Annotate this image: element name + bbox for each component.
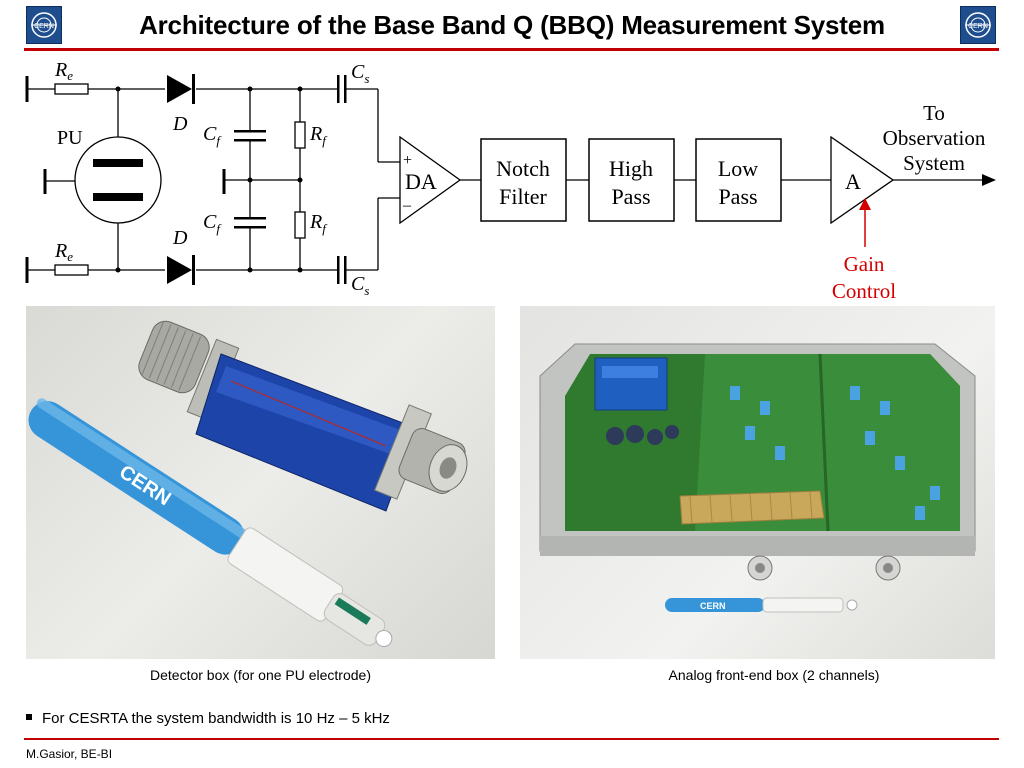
cern-logo-left: CERN (26, 6, 62, 44)
block-line2: Filter (499, 184, 547, 209)
svg-text:Rf: Rf (309, 123, 328, 148)
svg-text:Cf: Cf (203, 123, 222, 148)
block-line2: Pass (611, 184, 650, 209)
cs-label: C (351, 273, 365, 295)
svg-text:Cf: Cf (203, 211, 222, 236)
title-rule (24, 48, 999, 51)
footer-rule (24, 738, 999, 740)
svg-text:Cs: Cs (351, 61, 369, 86)
svg-text:Re: Re (54, 59, 73, 83)
pen-text: CERN (700, 601, 726, 611)
re-label: R (54, 240, 67, 262)
minus-label: – (402, 197, 412, 214)
rf-label: R (309, 211, 322, 233)
frontend-box-caption: Analog front-end box (2 channels) (668, 667, 880, 683)
svg-text:Cs: Cs (351, 273, 369, 298)
block-line1: Notch (496, 156, 550, 181)
bullet-text: For CESRTA the system bandwidth is 10 Hz… (42, 710, 390, 727)
detector-box-caption: Detector box (for one PU electrode) (150, 667, 371, 683)
output-line2: Observation (883, 126, 986, 150)
rf-label: R (309, 123, 322, 145)
block-line2: Pass (718, 184, 757, 209)
output-line1: To (923, 101, 945, 125)
bbq-block-diagram: Re Re Cs Cs Cf Cf Rf Rf D D PU + – DA A … (25, 59, 996, 302)
frontend-box-photo: CERN (520, 306, 995, 659)
cern-logo-right: CERN (960, 6, 996, 44)
cs-label: C (351, 61, 365, 83)
da-label: DA (405, 169, 437, 194)
svg-text:Rf: Rf (309, 211, 328, 236)
logo-text: CERN (34, 23, 54, 30)
diode-label: D (172, 227, 188, 249)
bandwidth-bullet: For CESRTA the system bandwidth is 10 Hz… (26, 710, 390, 727)
plus-label: + (403, 152, 412, 169)
diode-label: D (172, 113, 188, 135)
block-line1: Low (718, 156, 758, 181)
re-label: R (54, 59, 67, 81)
output-line3: System (903, 151, 965, 175)
logo-text: CERN (968, 23, 988, 30)
pu-label: PU (57, 127, 83, 149)
amp-label: A (845, 169, 861, 194)
cf-label: C (203, 211, 217, 233)
cf-label: C (203, 123, 217, 145)
gain-line1: Gain (844, 252, 885, 276)
slide-title: Architecture of the Base Band Q (BBQ) Me… (139, 10, 885, 40)
svg-text:Re: Re (54, 240, 73, 264)
gain-line2: Control (832, 279, 896, 302)
footer-author: M.Gasior, BE-BI (26, 747, 113, 761)
bullet-marker (26, 714, 32, 721)
detector-box-photo: CERN (26, 306, 495, 659)
block-line1: High (609, 156, 653, 181)
